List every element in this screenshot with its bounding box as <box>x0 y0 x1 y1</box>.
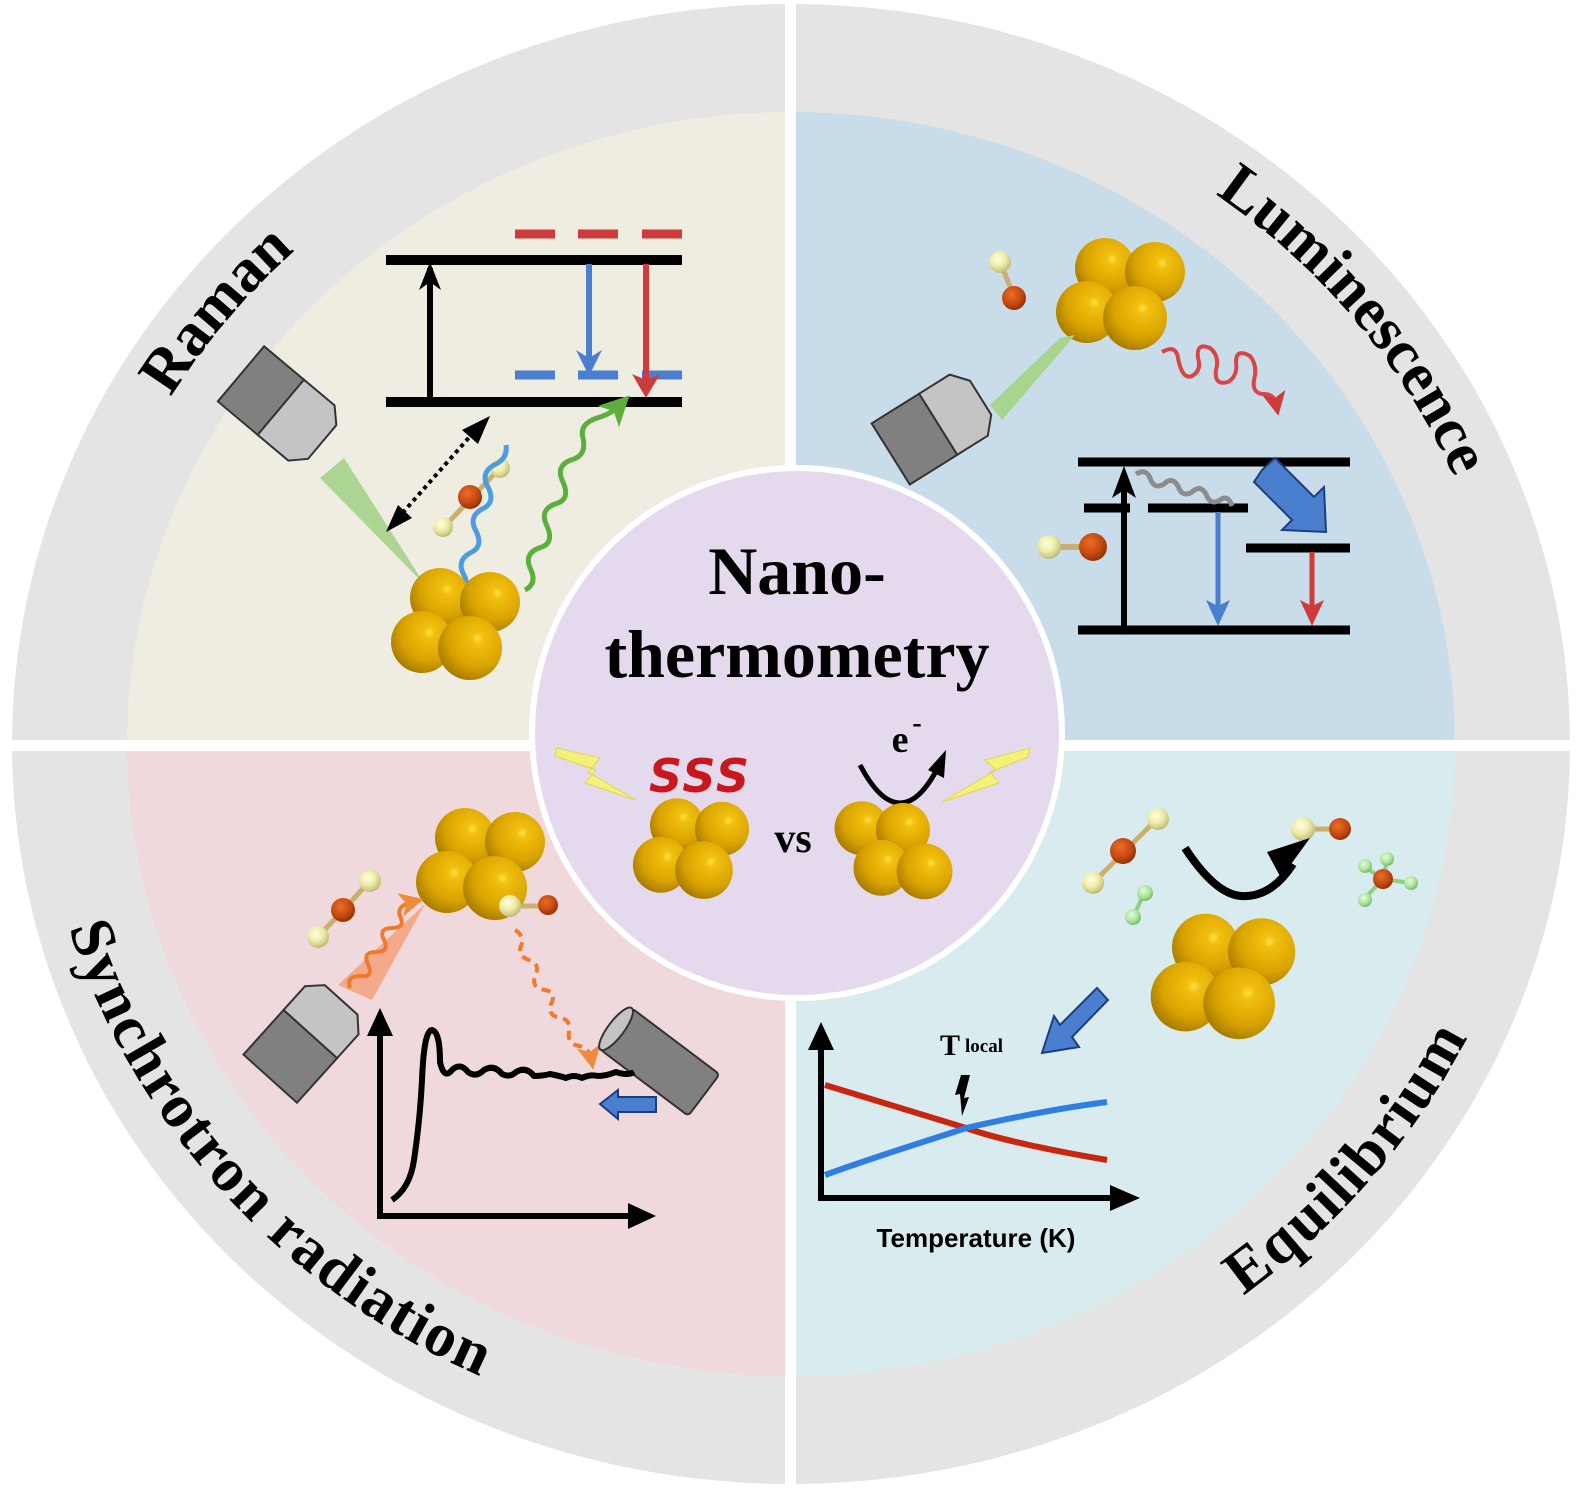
arrow-head <box>928 750 946 778</box>
lightning-bolt-icon <box>941 747 1031 803</box>
energy-transfer-arrow <box>1252 456 1328 534</box>
arrow-head <box>632 374 660 398</box>
molecule-icon <box>433 458 510 537</box>
electron-charge: - <box>912 708 921 739</box>
rayleigh-wave <box>458 444 509 597</box>
laser-beam <box>320 458 425 585</box>
electron-symbol: e <box>892 719 909 761</box>
absorption-spectrum <box>390 1027 636 1203</box>
signal-arrow <box>598 1087 657 1122</box>
incident-xray-wave <box>347 893 424 989</box>
microscope-objective-icon <box>870 373 993 486</box>
x-axis-label: Temperature (K) <box>877 1223 1076 1253</box>
distance-arrow <box>390 423 482 527</box>
raman-energy-diagram <box>386 229 682 407</box>
arrow-head <box>386 505 412 532</box>
heat-waves-icon: SSS <box>649 749 751 803</box>
molecule-icon <box>989 251 1026 310</box>
nonradiative-relaxation <box>1134 469 1235 507</box>
xas-plot <box>367 1008 656 1229</box>
center-title-line1: Nano- <box>708 533 886 609</box>
molecule-icon <box>1082 808 1169 894</box>
detector-icon <box>598 1006 719 1116</box>
laser-beam <box>990 335 1075 420</box>
reaction-arrow <box>1181 845 1297 901</box>
electron-transfer-arrow <box>857 763 938 806</box>
arrow-head <box>462 416 490 444</box>
xray-source-icon <box>242 984 360 1105</box>
electron-label: e - <box>892 708 922 761</box>
x-axis-arrow <box>1110 1185 1140 1211</box>
crossover-pointer <box>955 1075 970 1116</box>
luminescence-energy-diagram <box>1078 456 1350 635</box>
molecule-icon <box>1125 885 1153 925</box>
t-local-subscript: local <box>965 1036 1003 1057</box>
increasing-curve <box>823 1099 1108 1178</box>
arrow-head <box>576 350 602 376</box>
molecule-icon <box>1358 852 1418 907</box>
molecule-icon <box>1037 533 1107 561</box>
arrow-head <box>1267 838 1310 878</box>
arrow-head <box>419 262 441 290</box>
center-circle: Nano- thermometry SSS vs e - <box>529 465 1065 1001</box>
equilibrium-panel: T local Temperature (K) <box>808 808 1418 1253</box>
raman-wave <box>523 395 630 593</box>
gold-nanocluster-excited-icon <box>834 801 953 900</box>
equilibrium-plot: T local Temperature (K) <box>808 1022 1140 1253</box>
readout-arrow <box>1040 986 1110 1055</box>
y-axis-arrow <box>808 1022 834 1050</box>
lightning-bolt-icon <box>554 747 637 801</box>
molecule-icon <box>499 895 558 917</box>
molecule-icon <box>307 870 381 948</box>
molecule-icon <box>1291 817 1351 841</box>
vs-label: vs <box>774 816 811 862</box>
emission-wave <box>1161 344 1286 416</box>
microscope-objective-icon <box>216 344 338 462</box>
synchrotron-panel <box>242 808 719 1229</box>
center-title-line2: thermometry <box>604 616 989 692</box>
raman-panel <box>216 229 682 680</box>
t-local-label: T <box>940 1029 960 1062</box>
luminescence-panel <box>870 238 1350 635</box>
